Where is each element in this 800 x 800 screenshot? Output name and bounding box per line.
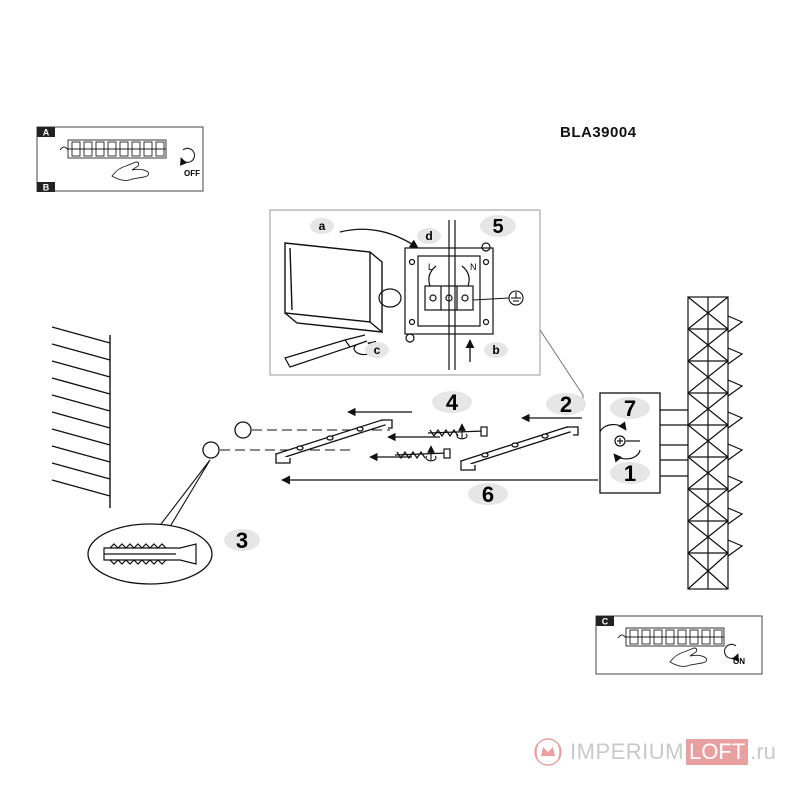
wall-icon <box>51 326 111 508</box>
off-label: OFF <box>184 169 200 178</box>
box-a-label: A <box>43 128 50 138</box>
imperium-logo-icon <box>534 738 562 766</box>
inset-label-a: a <box>319 219 326 233</box>
ground-symbol-icon <box>472 290 524 306</box>
mounting-bracket-left <box>274 419 393 464</box>
wall-hole-icon <box>378 288 402 308</box>
screw-fasten-icon <box>599 421 641 463</box>
step-6-label: 6 <box>482 482 494 507</box>
watermark-imperium: IMPERIUM <box>570 739 684 764</box>
terminal-block-icon <box>617 627 725 647</box>
box-b-tag <box>37 182 55 192</box>
hand-icon <box>111 161 149 181</box>
live-terminal-label: L <box>428 262 433 272</box>
step-4-label: 4 <box>446 390 459 415</box>
watermark[interactable]: IMPERIUM LOFT .ru <box>530 734 776 770</box>
terminal-block-icon <box>59 139 167 159</box>
canopy-cover-icon <box>284 242 383 334</box>
screw-upper-icon <box>427 426 488 438</box>
mounting-bracket-right <box>459 426 579 471</box>
box-c-terminal-on: C ON <box>595 615 763 675</box>
lamp-canopy: 7 1 <box>599 392 661 494</box>
inset-label-c: c <box>374 343 381 357</box>
screwdriver-icon <box>284 334 368 368</box>
anchor-detail: 3 <box>87 459 260 585</box>
watermark-domain: .ru <box>750 739 776 764</box>
box-a-tag <box>37 127 55 137</box>
step-2-label: 2 <box>560 392 572 417</box>
watermark-loft: LOFT <box>686 739 749 765</box>
lamp-fixture <box>660 296 744 590</box>
box-b-label: B <box>43 183 50 193</box>
step-1-label: 1 <box>624 461 636 486</box>
on-label: ON <box>733 657 745 666</box>
model-number: BLA39004 <box>560 124 637 141</box>
step-7-label: 7 <box>624 396 636 421</box>
junction-box-icon <box>404 220 494 370</box>
neutral-terminal-label: N <box>470 262 477 272</box>
wall-plug-icon <box>103 543 197 565</box>
arrow-a-to-d <box>339 228 419 249</box>
inset-wiring-detail: a d 5 c b L N <box>269 209 541 376</box>
box-c-tag <box>596 616 614 626</box>
step-3-label: 3 <box>236 528 248 553</box>
wall-hole-lower <box>202 441 220 459</box>
inset-label-d: d <box>425 229 432 243</box>
screw-rotate-icons <box>425 423 468 462</box>
hand-icon <box>669 647 707 667</box>
wall-hole-upper <box>234 421 252 439</box>
box-a-terminal-off: A B OFF <box>36 126 204 193</box>
rotate-arrow-icon <box>723 643 739 662</box>
inset-label-b: b <box>492 343 499 357</box>
box-c-label: C <box>602 617 609 627</box>
rotate-arrow-icon <box>180 147 196 166</box>
step-5-label: 5 <box>492 216 503 238</box>
